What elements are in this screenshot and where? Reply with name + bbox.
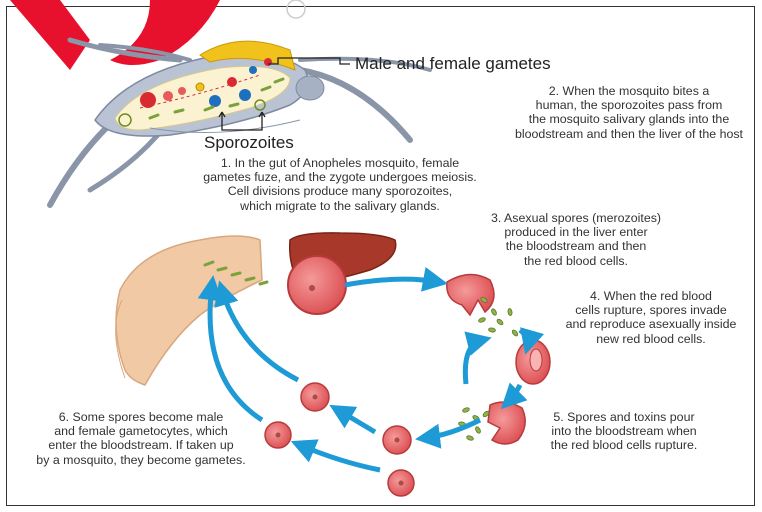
step-3-text: 3. Asexual spores (merozoites) produced … xyxy=(466,211,686,268)
liver-illustration xyxy=(288,233,396,314)
step-5-text: 5. Spores and toxins pour into the blood… xyxy=(524,410,724,453)
human-arm-illustration xyxy=(116,236,267,385)
step-1-text: 1. In the gut of Anopheles mosquito, fem… xyxy=(170,156,510,213)
step-6-text: 6. Some spores become male and female ga… xyxy=(4,410,278,467)
sporozoites-label: Sporozoites xyxy=(204,133,294,153)
step-4-text: 4. When the red blood cells rupture, spo… xyxy=(546,289,756,346)
step-2-text: 2. When the mosquito bites a human, the … xyxy=(498,84,760,141)
gametes-label: Male and female gametes xyxy=(355,54,551,74)
